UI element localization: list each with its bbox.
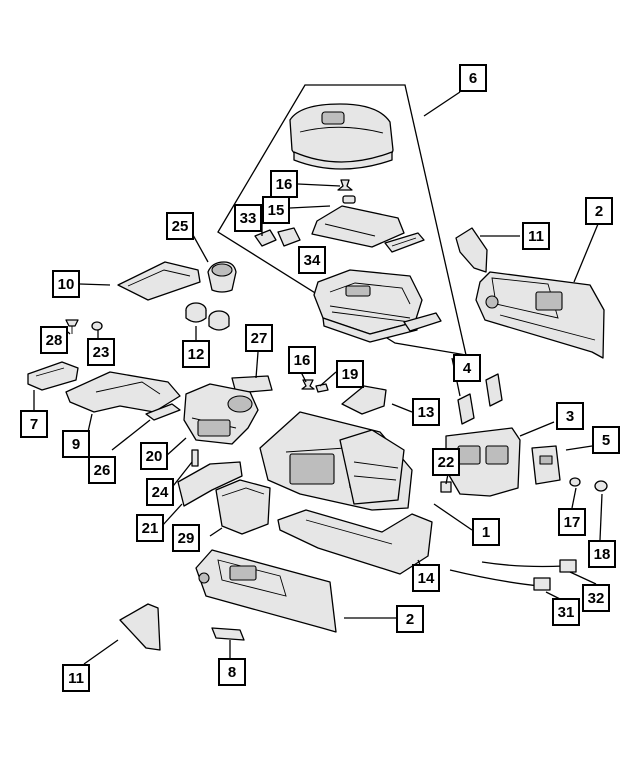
callout-21: 21 [136, 514, 164, 542]
bracket-21 [177, 461, 243, 507]
callout-26: 26 [88, 456, 116, 484]
callout-2: 2 [396, 605, 424, 633]
bin-latch [403, 312, 442, 332]
callout-11: 11 [62, 664, 90, 692]
storage-bin-29 [215, 479, 271, 535]
callout-17: 17 [558, 508, 586, 536]
armrest-lid [289, 103, 394, 170]
wiring-harness-31 [449, 559, 577, 591]
latch-bracket [384, 232, 425, 253]
storage-bin-tray [313, 269, 423, 343]
mat-13 [341, 385, 387, 415]
pad-26 [145, 403, 181, 421]
trim-panel-11-bottom [119, 603, 161, 651]
callout-8: 8 [218, 658, 246, 686]
callout-13: 13 [412, 398, 440, 426]
switch-5 [531, 445, 561, 485]
callout-6: 6 [459, 64, 487, 92]
plug-22 [440, 481, 452, 493]
hinge-plate [311, 205, 405, 248]
callout-9: 9 [62, 430, 90, 458]
callout-32: 32 [582, 584, 610, 612]
callout-1: 1 [472, 518, 500, 546]
callout-4: 4 [453, 354, 481, 382]
callout-14: 14 [412, 564, 440, 592]
callout-15: 15 [262, 196, 290, 224]
callout-5: 5 [592, 426, 620, 454]
push-pin-28 [65, 319, 79, 334]
grommet-23 [91, 321, 103, 331]
callout-27: 27 [245, 324, 273, 352]
callout-20: 20 [140, 442, 168, 470]
side-panel-right [475, 271, 605, 359]
callout-2: 2 [585, 197, 613, 225]
trim-panel-11-top [455, 227, 488, 273]
clip-16-top [337, 179, 353, 191]
callout-16: 16 [288, 346, 316, 374]
console-body-1 [259, 411, 413, 511]
callout-28: 28 [40, 326, 68, 354]
pad-8 [211, 627, 245, 641]
tray-mat-10 [117, 261, 201, 301]
callout-11: 11 [522, 222, 550, 250]
hinge-pieces [254, 227, 301, 247]
callout-10: 10 [52, 270, 80, 298]
callout-31: 31 [552, 598, 580, 626]
clip-15 [342, 195, 356, 204]
callout-23: 23 [87, 338, 115, 366]
bezel-9 [65, 371, 181, 413]
fastener-18 [594, 480, 608, 492]
fastener-17 [569, 477, 581, 487]
callout-7: 7 [20, 410, 48, 438]
callout-19: 19 [336, 360, 364, 388]
bezel-3 [445, 427, 521, 497]
usb-hub-4 [457, 373, 503, 425]
clip-19 [315, 383, 329, 393]
callout-24: 24 [146, 478, 174, 506]
leader-lines [33, 91, 603, 665]
callout-33: 33 [234, 204, 262, 232]
cup-rings-12 [185, 302, 230, 331]
callout-22: 22 [432, 448, 460, 476]
callout-16: 16 [270, 170, 298, 198]
callout-29: 29 [172, 524, 200, 552]
side-panel-left [195, 549, 337, 633]
callout-34: 34 [298, 246, 326, 274]
screw-24 [191, 449, 199, 467]
cupholder-insert-25 [207, 261, 237, 293]
clip-16-mid [301, 379, 315, 390]
base-bracket-14 [277, 509, 433, 575]
callout-18: 18 [588, 540, 616, 568]
callout-25: 25 [166, 212, 194, 240]
cupholder-housing-20 [183, 383, 259, 445]
callout-3: 3 [556, 402, 584, 430]
tray-7 [27, 361, 79, 391]
callout-12: 12 [182, 340, 210, 368]
